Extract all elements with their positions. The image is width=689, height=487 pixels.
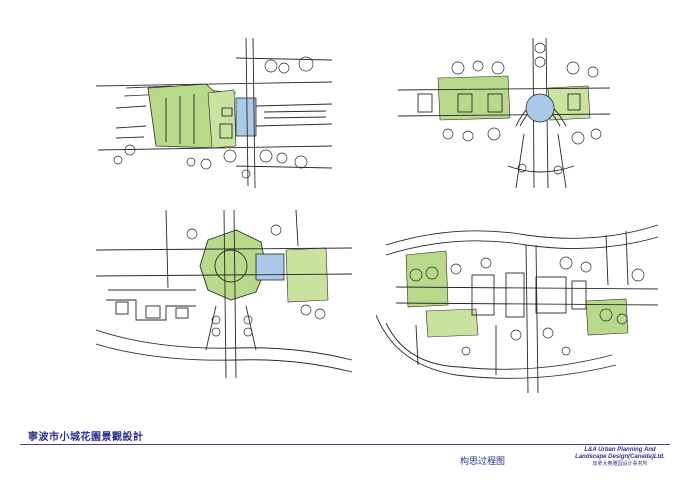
company-block: L&A Urban Planning And Landscape Design(… [572,447,668,468]
footer-divider [20,444,670,445]
project-title: 寧波市小城花園景觀設計 [28,432,144,443]
concept-sketch-4 [376,215,660,400]
company-name-line2: Landscape Design(Canada)Ltd. [575,454,665,460]
company-name-cn: 加拿大奥雅园设计事务所 [592,461,648,467]
concept-sketch-1 [96,38,334,190]
concept-sketch-2 [398,38,612,198]
sheet-title: 构思过程图 [460,457,506,467]
concept-sketch-3 [96,210,354,382]
company-name-line1: L&A Urban Planning And [584,447,656,453]
